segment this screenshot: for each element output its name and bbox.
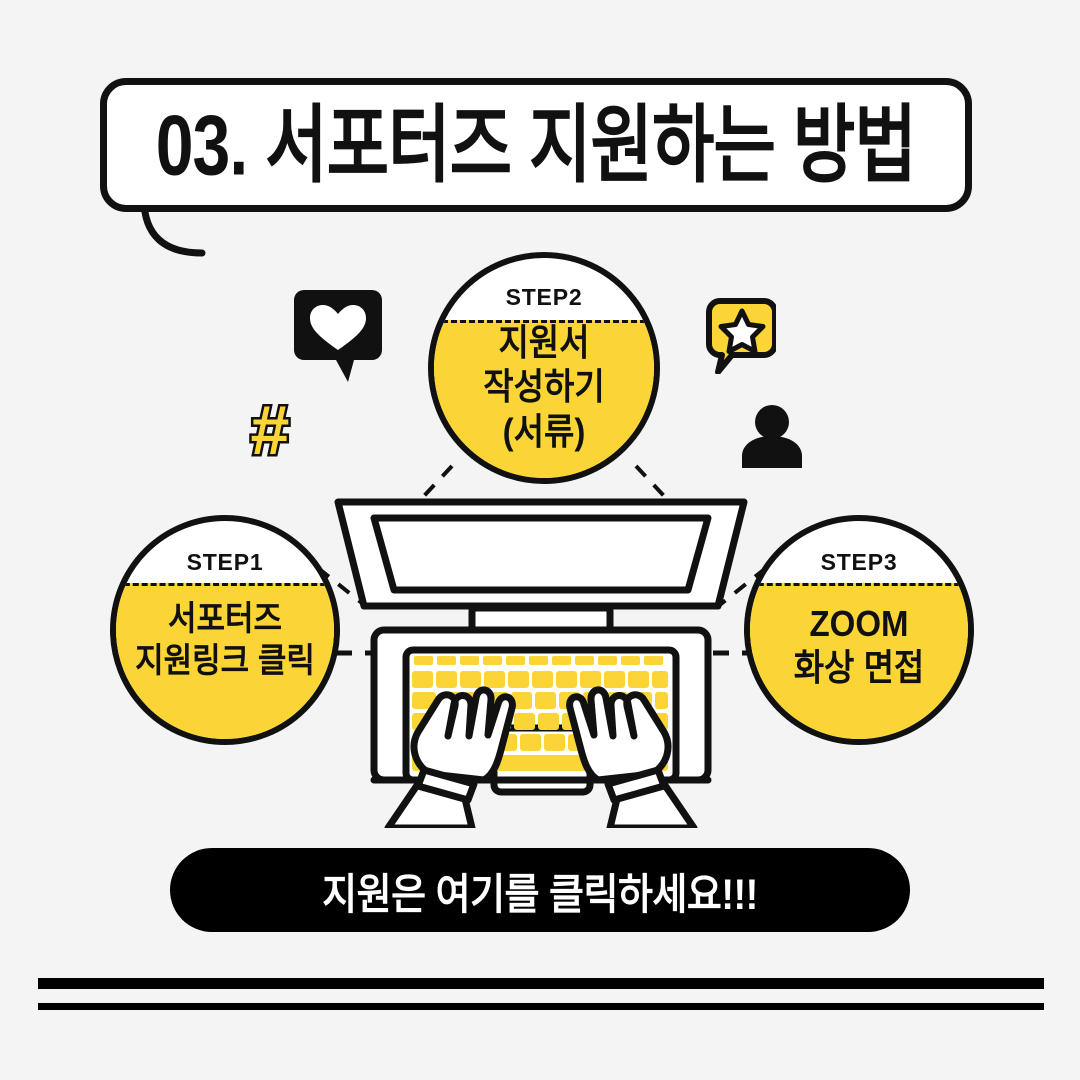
person-icon [742,405,802,468]
step-label-step1: STEP1 [186,549,264,575]
title-speech-bubble: 03. 서포터즈 지원하는 방법 [100,78,972,212]
step-title-step2: 지원서 작성하기 (서류) [483,322,605,452]
step-circle-step1[interactable]: STEP1 서포터즈 지원링크 클릭 [110,515,340,745]
step-circle-fill [116,583,334,739]
hashtag-icon: # [248,398,292,468]
step-circle-fill [434,320,654,478]
heart-speech-bubble-icon [294,290,382,382]
footer-rule-thin [38,1003,1044,1010]
page-title: 03. 서포터즈 지원하는 방법 [155,97,917,193]
apply-cta-button[interactable]: 지원은 여기를 클릭하세요!!! [170,848,910,932]
step-circle-step2[interactable]: STEP2 지원서 작성하기 (서류) [428,252,660,484]
svg-text:#: # [251,398,290,468]
step-label-step3: STEP3 [820,549,898,575]
laptop-typing-hands-illustration [334,498,748,828]
step-title-step1: 서포터즈 지원링크 클릭 [135,599,315,680]
step-circle-step3[interactable]: STEP3 ZOOM 화상 면접 [744,515,974,745]
footer-rule-thick [38,978,1044,989]
step-label-step2: STEP2 [505,284,583,310]
step-circle-fill [750,583,968,739]
step-title-step3: ZOOM 화상 면접 [793,603,925,689]
star-speech-bubble-icon [706,298,776,374]
apply-cta-label: 지원은 여기를 클릭하세요!!! [322,871,758,919]
